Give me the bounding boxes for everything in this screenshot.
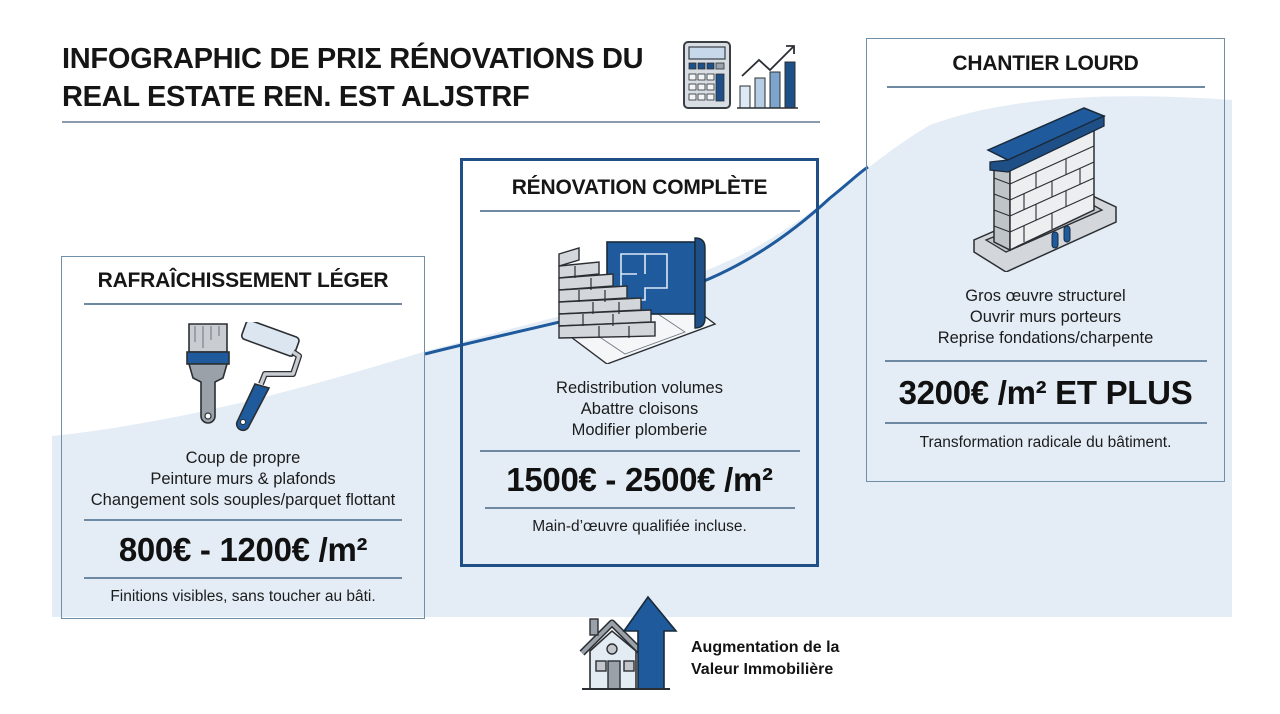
title-divider	[62, 121, 820, 123]
divider	[84, 303, 402, 305]
divider	[479, 210, 800, 212]
tier-title: RAFRAÎCHISSEMENT LÉGER	[97, 269, 389, 292]
tier-item: Modifier plomberie	[571, 421, 708, 439]
value-increase-callout: Augmentation de la Valeur Immobilière	[578, 595, 898, 695]
calculator-growth-chart-icon	[683, 41, 798, 109]
paint-brush-roller-icon	[186, 322, 302, 432]
tier-items: Redistribution volumes Abattre cloisons …	[463, 378, 816, 441]
brick-wall-blueprint-icon	[557, 237, 716, 364]
tier-note: Finitions visibles, sans toucher au bâti…	[110, 588, 376, 605]
title-line-2: REAL ESTATE REN. EST ALJSTRF	[62, 81, 530, 113]
tier-item: Abattre cloisons	[580, 400, 699, 418]
divider	[886, 86, 1205, 88]
footer-line-2: Valeur Immobilière	[691, 661, 834, 678]
tier-item: Coup de propre	[185, 449, 301, 467]
divider	[479, 450, 800, 452]
structural-wall-beam-icon	[972, 107, 1117, 272]
tier-price: 800€ - 1200€ /m²	[118, 531, 368, 568]
tier-price: 3200€ /m² ET PLUS	[898, 374, 1193, 411]
tier-title: RÉNOVATION COMPLÈTE	[511, 176, 768, 199]
tier-items: Gros œuvre structurel Ouvrir murs porteu…	[867, 286, 1224, 349]
tier-note: Transformation radicale du bâtiment.	[919, 434, 1172, 451]
tier-items: Coup de propre Peinture murs & plafonds …	[62, 448, 424, 511]
tier-item: Peinture murs & plafonds	[150, 470, 336, 488]
tier-note: Main-d’œuvre qualifiée incluse.	[532, 518, 747, 535]
title-line-1: INFOGRAPHIC DE PRIΣ RÉNOVATIONS DU	[62, 43, 644, 75]
page-title: INFOGRAPHIC DE PRIΣ RÉNOVATIONS DU REAL …	[62, 40, 662, 116]
footer-line-1: Augmentation de la	[691, 639, 840, 656]
divider	[884, 360, 1207, 362]
tier-item: Changement sols souples/parquet flottant	[90, 491, 396, 509]
divider	[884, 422, 1207, 424]
divider	[484, 507, 795, 509]
tier-title: CHANTIER LOURD	[952, 52, 1139, 75]
tier-item: Ouvrir murs porteurs	[969, 308, 1122, 326]
tier-item: Redistribution volumes	[556, 379, 723, 397]
tier-price: 1500€ - 2500€ /m²	[506, 461, 773, 498]
tier-card-complete: RÉNOVATION COMPLÈTE Redistribution volum…	[460, 158, 819, 567]
divider	[84, 577, 402, 579]
divider	[84, 519, 402, 521]
tier-card-heavy: CHANTIER LOURD Gros œuvre structurel Ouv…	[866, 38, 1225, 482]
tier-card-light: RAFRAÎCHISSEMENT LÉGER Coup de propre Pe…	[61, 256, 425, 619]
tier-item: Reprise fondations/charpente	[937, 329, 1154, 347]
tier-item: Gros œuvre structurel	[965, 287, 1126, 305]
footer-label: Augmentation de la Valeur Immobilière	[691, 637, 839, 681]
price-trend-line	[424, 165, 869, 356]
house-up-arrow-icon	[579, 595, 678, 690]
